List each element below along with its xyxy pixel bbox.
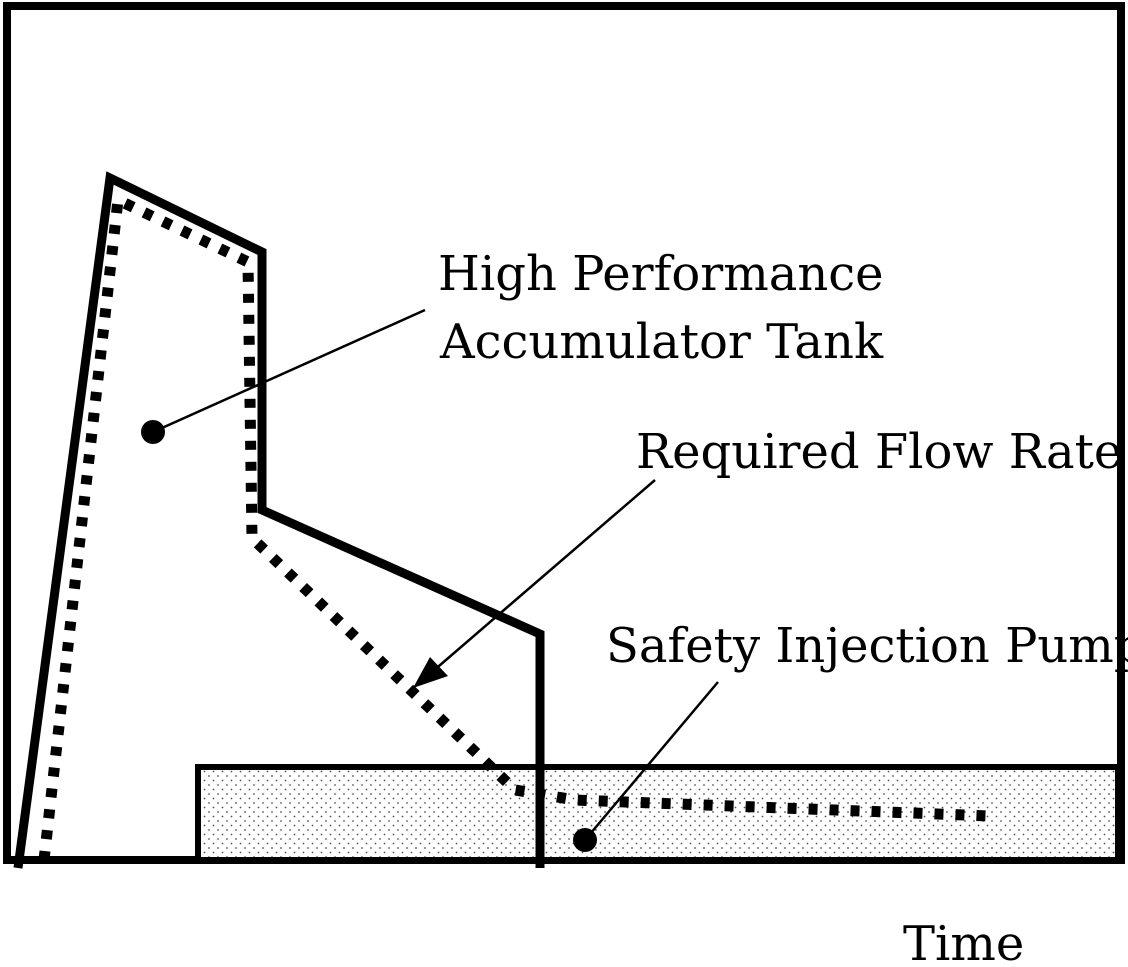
pump-marker-dot [573, 828, 597, 852]
pump-leader-line [584, 681, 719, 841]
accumulator-leader-line [152, 308, 426, 434]
required-flow-leader-line [431, 479, 656, 673]
x-axis-label: Time [903, 916, 1024, 967]
safety-injection-pump-label: Safety Injection Pump [606, 618, 1128, 674]
accumulator-label-line2: Accumulator Tank [439, 314, 884, 370]
required-flow-arrowhead [413, 657, 448, 688]
accumulator-marker-dot [141, 420, 165, 444]
required-flow-rate-label: Required Flow Rate [636, 424, 1122, 480]
accumulator-label-line1: High Performance [438, 246, 884, 302]
safety-injection-pump-region [195, 764, 1121, 863]
accumulator-tank-line [13, 171, 545, 869]
